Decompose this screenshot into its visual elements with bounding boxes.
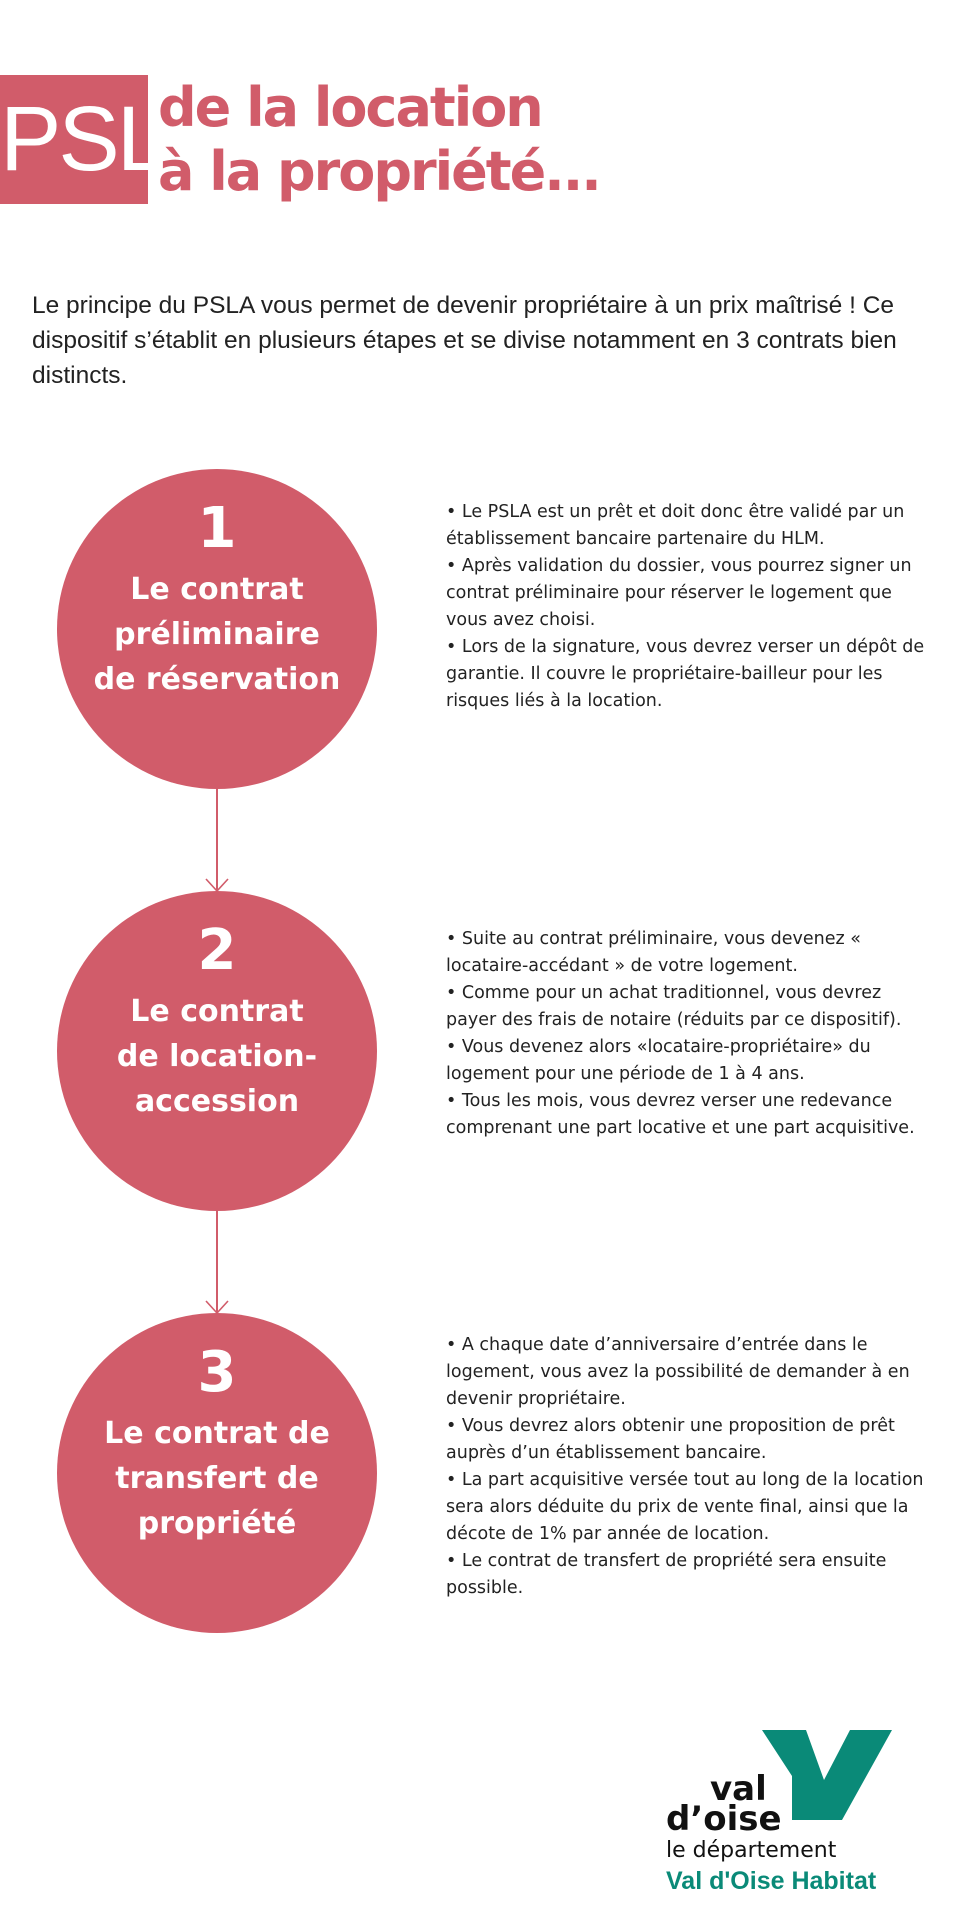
title-line: à la propriété... — [158, 140, 602, 203]
bullet-item: • Le contrat de transfert de propriété s… — [446, 1551, 887, 1598]
step-title-line: de location- — [116, 1039, 318, 1074]
val-doise-habitat-logo: val d’oise le département Val d'Oise Hab… — [666, 1730, 960, 1910]
step-title-line: Le contrat — [130, 572, 304, 607]
bullet-item: • La part acquisitive versée tout au lon… — [446, 1470, 924, 1544]
logo-text: d’oise — [666, 1799, 782, 1839]
v-logo-icon — [762, 1730, 892, 1820]
step-2-description: • Suite au contrat préliminaire, vous de… — [446, 926, 926, 1142]
step-title-line: préliminaire — [114, 617, 320, 652]
bullet-item: • Comme pour un achat traditionnel, vous… — [446, 983, 902, 1030]
arrow-down-icon — [205, 1300, 229, 1314]
step-circle-3: 3 Le contrat de transfert de propriété — [57, 1313, 377, 1633]
title-line: de la location — [158, 76, 544, 139]
bullet-item: • Tous les mois, vous devrez verser une … — [446, 1091, 915, 1138]
step-circle-1: 1 Le contrat préliminaire de réservation — [57, 469, 377, 789]
step-circle-2: 2 Le contrat de location- accession — [57, 891, 377, 1211]
step-title-line: Le contrat de — [104, 1416, 330, 1451]
logo-text: val — [710, 1769, 767, 1809]
bullet-item: • Lors de la signature, vous devrez vers… — [446, 637, 925, 711]
step-number: 3 — [197, 1340, 237, 1405]
arrow-down-icon — [205, 878, 229, 892]
bullet-item: • A chaque date d’anniversaire d’entrée … — [446, 1335, 910, 1409]
bullet-item: • Suite au contrat préliminaire, vous de… — [446, 929, 861, 976]
step-title-line: propriété — [137, 1506, 297, 1541]
logo-brand-name: Val d'Oise Habitat — [666, 1867, 877, 1895]
step-title-line: transfert de — [115, 1461, 319, 1496]
page-title: de la location à la propriété... — [158, 76, 602, 204]
step-1-description: • Le PSLA est un prêt et doit donc être … — [446, 499, 926, 715]
step-title-line: Le contrat — [130, 994, 304, 1029]
step-title: Le contrat de location- accession — [57, 989, 377, 1124]
bullet-item: • Vous devenez alors «locataire-propriét… — [446, 1037, 871, 1084]
step-title: Le contrat préliminaire de réservation — [57, 567, 377, 702]
step-number: 2 — [197, 918, 237, 983]
step-title: Le contrat de transfert de propriété — [57, 1411, 377, 1546]
bullet-item: • Le PSLA est un prêt et doit donc être … — [446, 502, 905, 549]
connector-line — [216, 789, 218, 891]
logo-text: le département — [666, 1838, 837, 1863]
psla-badge: PSLA — [0, 75, 226, 204]
step-title-line: accession — [134, 1084, 300, 1119]
step-number: 1 — [197, 496, 237, 561]
bullet-item: • Après validation du dossier, vous pour… — [446, 556, 912, 630]
bullet-item: • Vous devrez alors obtenir une proposit… — [446, 1416, 895, 1463]
connector-line — [216, 1211, 218, 1313]
step-3-description: • A chaque date d’anniversaire d’entrée … — [446, 1332, 926, 1602]
step-title-line: de réservation — [93, 662, 341, 697]
intro-paragraph: Le principe du PSLA vous permet de deven… — [32, 292, 897, 389]
